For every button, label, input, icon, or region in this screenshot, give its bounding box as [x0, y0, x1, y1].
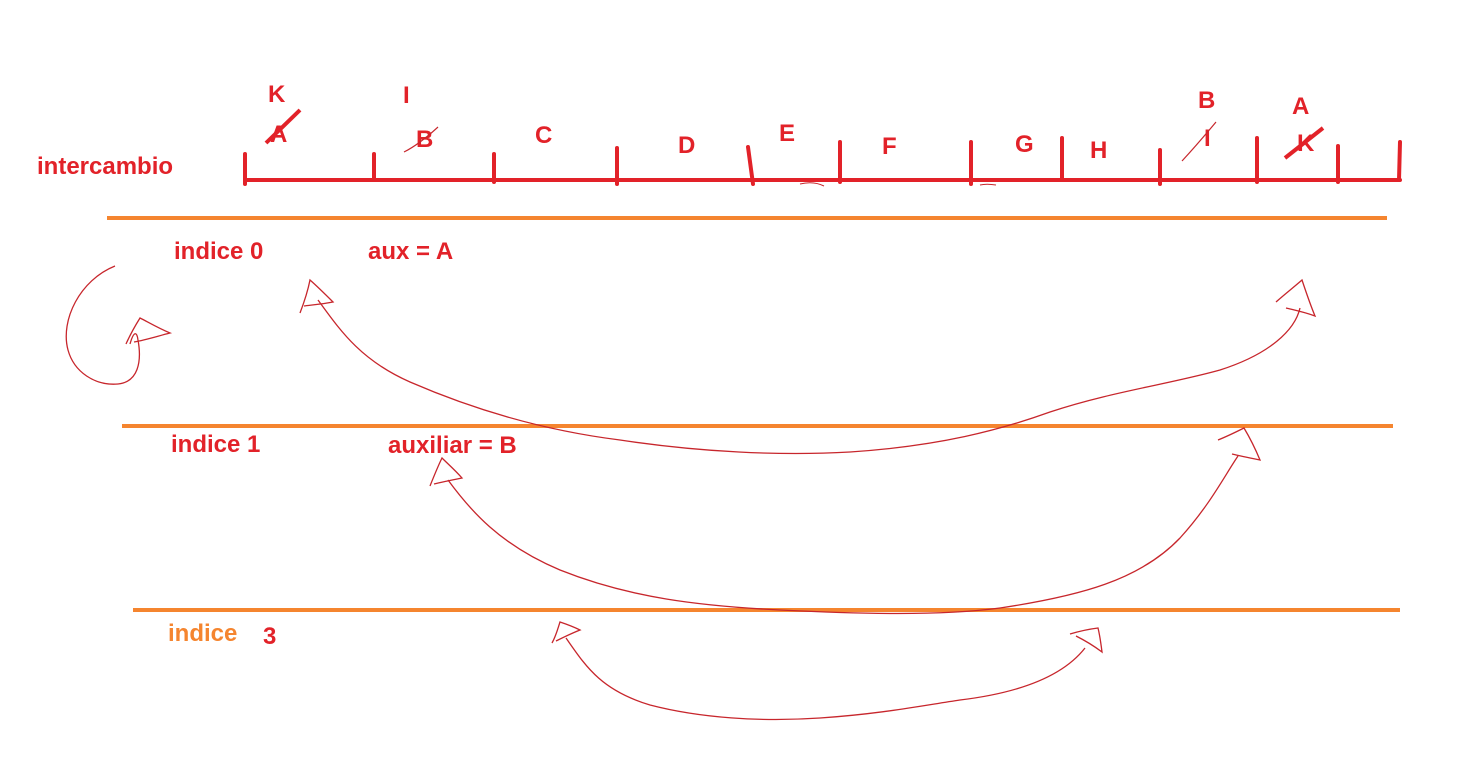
cell-8-letter: I: [1204, 125, 1211, 152]
loop-arrow: [65, 265, 141, 385]
loop-arrow-head: [125, 317, 173, 345]
swap-arrow-0-left-head: [299, 278, 335, 314]
step-2-label: indice: [168, 620, 237, 647]
step-1-label: indice 1: [171, 431, 260, 458]
step-0-label: indice 0: [174, 238, 263, 265]
cell-1-replacement: I: [403, 82, 410, 109]
step-1-note: auxiliar = B: [388, 432, 517, 459]
cell-7-letter: H: [1090, 137, 1107, 164]
swap-arrow-3: [565, 637, 1086, 721]
stray-mark: [979, 183, 997, 186]
swap-arrow-1-right-head: [1217, 427, 1262, 461]
step-2-number: 3: [263, 623, 276, 650]
cell-4-letter: E: [779, 120, 795, 147]
cell-2-letter: C: [535, 122, 552, 149]
swap-arrow-3-left-head: [551, 621, 582, 644]
cell-3-letter: D: [678, 132, 695, 159]
cell-5-letter: F: [882, 133, 897, 160]
swap-arrow-1-left-head: [429, 456, 464, 487]
cell-9-strike: [1283, 126, 1325, 160]
cell-9-replacement: A: [1292, 93, 1309, 120]
array-line: [243, 136, 1402, 186]
stray-mark: [799, 182, 825, 187]
row-label-intercambio: intercambio: [37, 153, 173, 180]
cell-1-letter: B: [416, 126, 433, 153]
cell-8-replacement: B: [1198, 87, 1215, 114]
step-0-note: aux = A: [368, 238, 453, 265]
cell-6-letter: G: [1015, 131, 1034, 158]
swap-arrow-0-right-head: [1275, 278, 1317, 318]
cell-1-scribble: [403, 126, 439, 153]
cell-0-replacement: K: [268, 81, 286, 108]
cell-8-scribble: [1181, 121, 1217, 162]
swap-arrow-3-right-head: [1069, 627, 1103, 654]
swap-arrow-0: [317, 299, 1301, 455]
swap-arrow-1: [447, 455, 1239, 615]
cell-0-strike: [264, 108, 302, 145]
